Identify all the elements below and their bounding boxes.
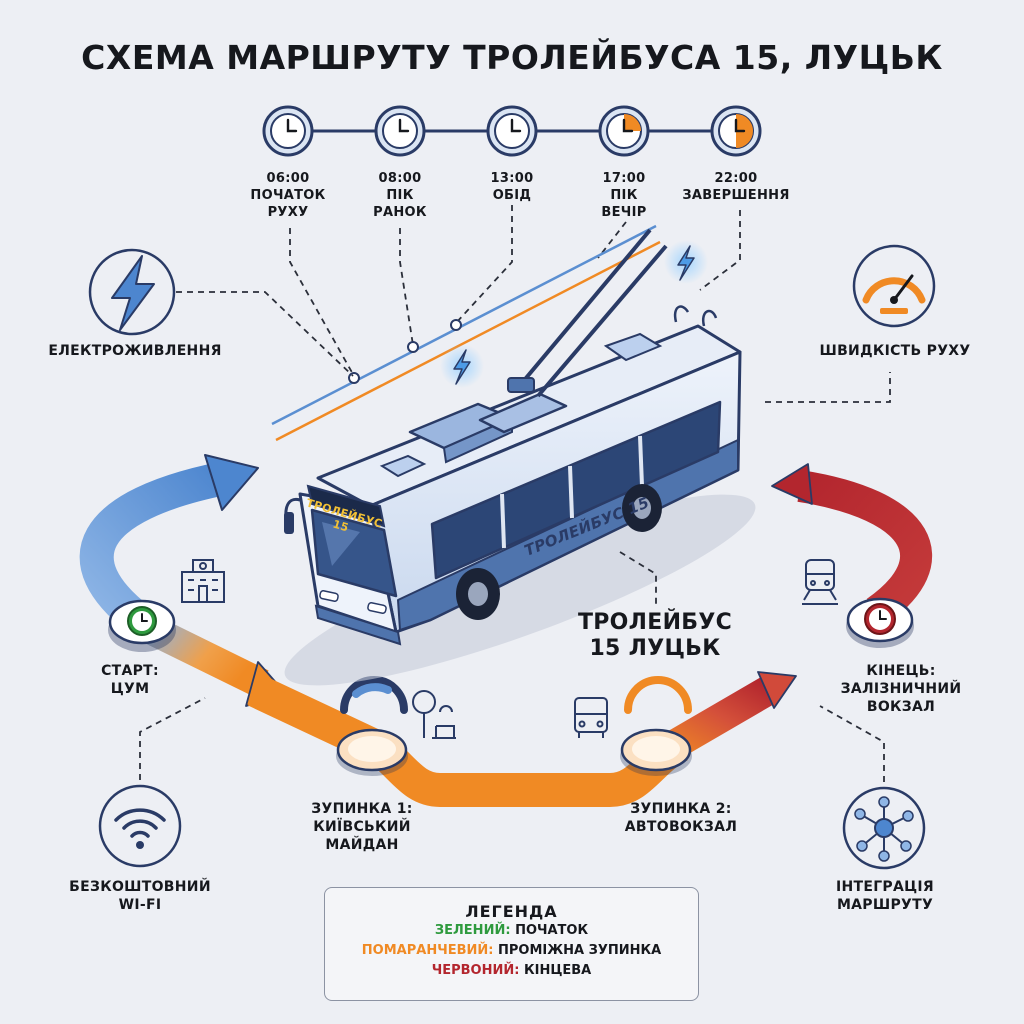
stop-label-2: ЗУПИНКА 2: АВТОВОКЗАЛ — [624, 801, 738, 835]
bus-caption: ТРОЛЕЙБУС 15 ЛУЦЬК — [577, 610, 733, 661]
park-icon — [412, 690, 456, 739]
clock-icon — [486, 105, 538, 157]
connector-integration — [819, 705, 885, 782]
wire-node — [407, 341, 419, 353]
legend-row-green: ЗЕЛЕНИЙ: ПОЧАТОК — [434, 923, 589, 938]
building-icon — [181, 559, 225, 603]
legend-title: ЛЕГЕНДА — [465, 902, 558, 921]
timeline-time: 06:00 — [266, 171, 310, 186]
timeline-label: 13:00 ОБІД — [457, 170, 567, 204]
feature-label-power: ЕЛЕКТРОЖИВЛЕННЯ — [48, 343, 222, 359]
connector-bus-caption — [619, 551, 657, 606]
route-arrow-head — [771, 463, 813, 505]
timeline-time: 08:00 — [378, 171, 422, 186]
connector-wifi — [139, 697, 206, 780]
timeline-label: 22:00 ЗАВЕРШЕННЯ — [674, 170, 798, 204]
wifi-icon — [98, 784, 182, 868]
timeline-time: 22:00 — [714, 171, 758, 186]
legend-row-orange: ПОМАРАНЧЕВИЙ: ПРОМІЖНА ЗУПИНКА — [361, 943, 662, 958]
network-icon — [842, 786, 926, 870]
legend-box: ЛЕГЕНДА ЗЕЛЕНИЙ: ПОЧАТОК ПОМАРАНЧЕВИЙ: П… — [324, 887, 699, 1001]
spark-icon — [664, 240, 708, 284]
route-segment-middle — [247, 674, 689, 807]
clock-icon — [598, 105, 650, 157]
bus-wheel — [456, 568, 500, 620]
train-icon — [802, 559, 838, 605]
stop-label-start: СТАРТ: ЦУМ — [101, 663, 159, 697]
overhead-wire-blue — [271, 224, 657, 426]
spark-icon — [440, 344, 484, 388]
connector-speed — [765, 372, 891, 403]
route-arrow-start — [79, 461, 229, 636]
timeline-label: 17:00 ПІК ВЕЧІР — [569, 170, 679, 221]
stop-label-end: КІНЕЦЬ: ЗАЛІЗНИЧНИЙ ВОКЗАЛ — [840, 663, 962, 715]
timeline-label: 08:00 ПІК РАНОК — [345, 170, 455, 221]
route-arrow-end — [797, 470, 933, 626]
route-arrow-head — [204, 454, 259, 511]
feature-label-speed: ШВИДКІСТЬ РУХУ — [819, 343, 971, 359]
timeline-connectors — [289, 205, 741, 377]
start-stop-marker — [108, 599, 176, 652]
route-segment-start — [141, 614, 269, 698]
lightning-icon — [88, 248, 176, 336]
feature-label-integration: ІНТЕГРАЦІЯ МАРШРУТУ — [835, 879, 935, 913]
stop-2-gauge — [624, 676, 692, 714]
timeline-label: 06:00 ПОЧАТОК РУХУ — [233, 170, 343, 221]
clock-icon — [374, 105, 426, 157]
trolleybus — [284, 228, 756, 686]
bus-icon — [574, 697, 608, 738]
page-title: СХЕМА МАРШРУТУ ТРОЛЕЙБУСА 15, ЛУЦЬК — [81, 38, 943, 77]
end-stop-marker — [846, 597, 914, 648]
stop-1-gauge — [340, 676, 408, 714]
connector-power — [176, 291, 354, 377]
stop-label-1: ЗУПИНКА 1: КИЇВСЬКИЙ МАЙДАН — [311, 801, 413, 853]
overhead-wire-orange — [275, 240, 661, 442]
legend-row-red: ЧЕРВОНИЙ: КІНЦЕВА — [431, 963, 592, 978]
stop-2-marker — [620, 728, 692, 776]
timeline-time: 17:00 — [602, 171, 646, 186]
wire-node — [348, 372, 360, 384]
stop-1-marker — [336, 728, 408, 776]
clock-icon — [262, 105, 314, 157]
timeline-time: 13:00 — [490, 171, 534, 186]
clock-icon — [710, 105, 762, 157]
bus-wheel — [622, 484, 662, 532]
feature-label-wifi: БЕЗКОШТОВНИЙ WI-FI — [69, 879, 211, 913]
wire-node — [450, 319, 462, 331]
speedometer-icon — [852, 244, 936, 328]
stop-1-gauge-fill — [352, 683, 392, 698]
route-arrow-head — [757, 671, 797, 709]
